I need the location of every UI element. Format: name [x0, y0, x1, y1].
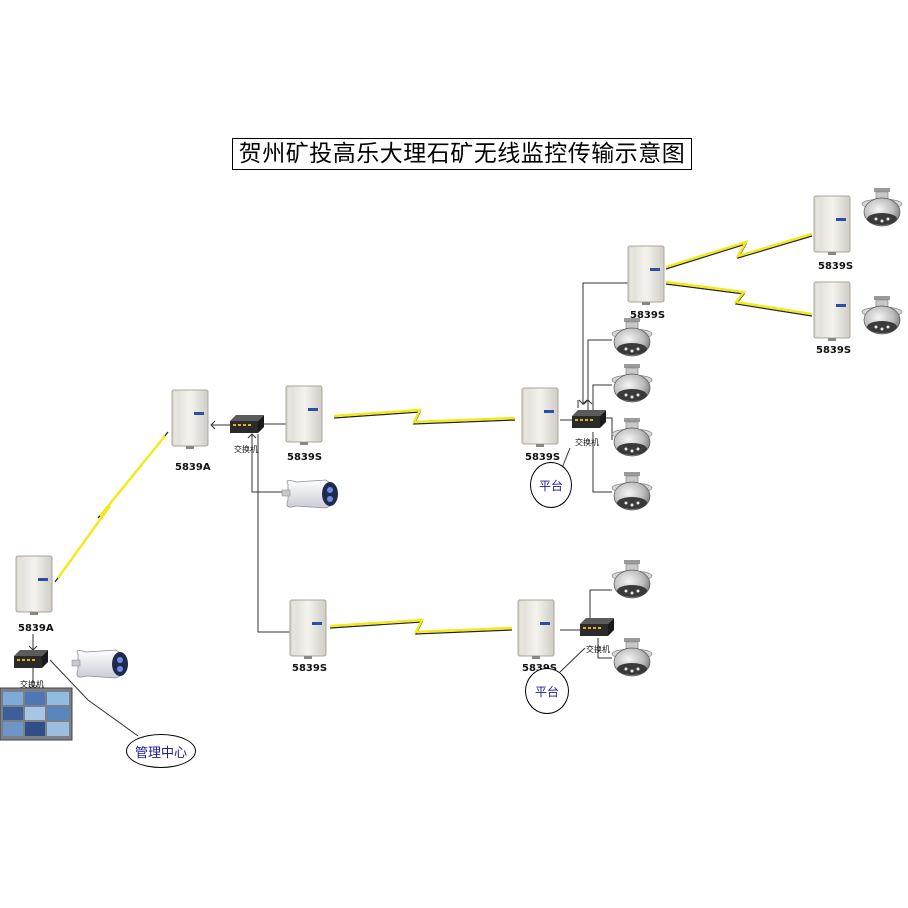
dome-camera-right-4: [611, 471, 653, 511]
management-center-callout: 管理中心: [126, 734, 196, 768]
management-center-text: 管理中心: [134, 745, 187, 761]
switch-label-upper-left: 交换机: [234, 445, 258, 454]
platform-callout-upper: 平台: [530, 462, 572, 508]
network-switch-lower-right: [580, 618, 614, 636]
access-point-5839s-right: [521, 387, 559, 448]
switch-label-lower-right: 交换机: [586, 645, 610, 654]
access-point-5839s-far-top: [813, 195, 851, 256]
ap-label-5839s-far-second: 5839S: [816, 345, 852, 356]
access-point-5839a-upper: [171, 389, 209, 450]
ap-label-5839a-lower: 5839A: [18, 623, 54, 634]
platform-callout-lower-text: 平台: [534, 684, 559, 699]
dome-camera-right-3: [611, 417, 653, 457]
wireless-link-lower: [329, 618, 513, 635]
ap-label-5839a-upper: 5839A: [175, 462, 211, 473]
bullet-camera-mid: [281, 479, 339, 509]
access-point-5839a-lower: [15, 555, 53, 616]
access-point-5839s-top: [627, 245, 665, 306]
wireless-link-top-2: [665, 280, 813, 317]
ap-label-5839s-mid: 5839S: [287, 452, 323, 463]
network-switch-upper-left: [230, 415, 264, 433]
wireless-links: [54, 232, 813, 635]
access-point-5839s-lower: [289, 599, 327, 660]
dome-camera-right-2: [611, 363, 653, 403]
access-point-5839s-lower-right: [517, 599, 555, 660]
dome-camera-lower-1: [611, 559, 653, 599]
network-switch-bottom-left: [14, 650, 48, 668]
diagram-title: 贺州矿投高乐大理石矿无线监控传输示意图: [232, 138, 692, 170]
wireless-link-top-1: [665, 232, 813, 270]
dome-camera-right-1: [611, 317, 653, 357]
platform-callout-upper-text: 平台: [538, 478, 563, 493]
ap-label-5839s-right: 5839S: [525, 452, 561, 463]
switch-label-right: 交换机: [575, 438, 599, 447]
wireless-link-mid-to-right: [333, 408, 516, 425]
monitor-wall: [0, 687, 73, 741]
platform-callout-lower: 平台: [525, 668, 569, 714]
dome-camera-far-top: [861, 187, 903, 227]
wireless-link-a-to-a: [54, 431, 169, 583]
bullet-camera-bottom-left: [71, 649, 129, 679]
ap-label-5839s-lower: 5839S: [292, 663, 328, 674]
switch-label-bottom-left: 交换机: [20, 680, 44, 689]
network-switch-right: [572, 410, 606, 428]
ap-label-5839s-far-top: 5839S: [818, 261, 854, 272]
access-point-5839s-mid: [285, 385, 323, 446]
dome-camera-lower-2: [611, 637, 653, 677]
dome-camera-far-second: [861, 295, 903, 335]
access-point-5839s-far-second: [813, 281, 851, 342]
wired-links: [28, 282, 628, 737]
ap-label-5839s-top: 5839S: [630, 310, 666, 321]
